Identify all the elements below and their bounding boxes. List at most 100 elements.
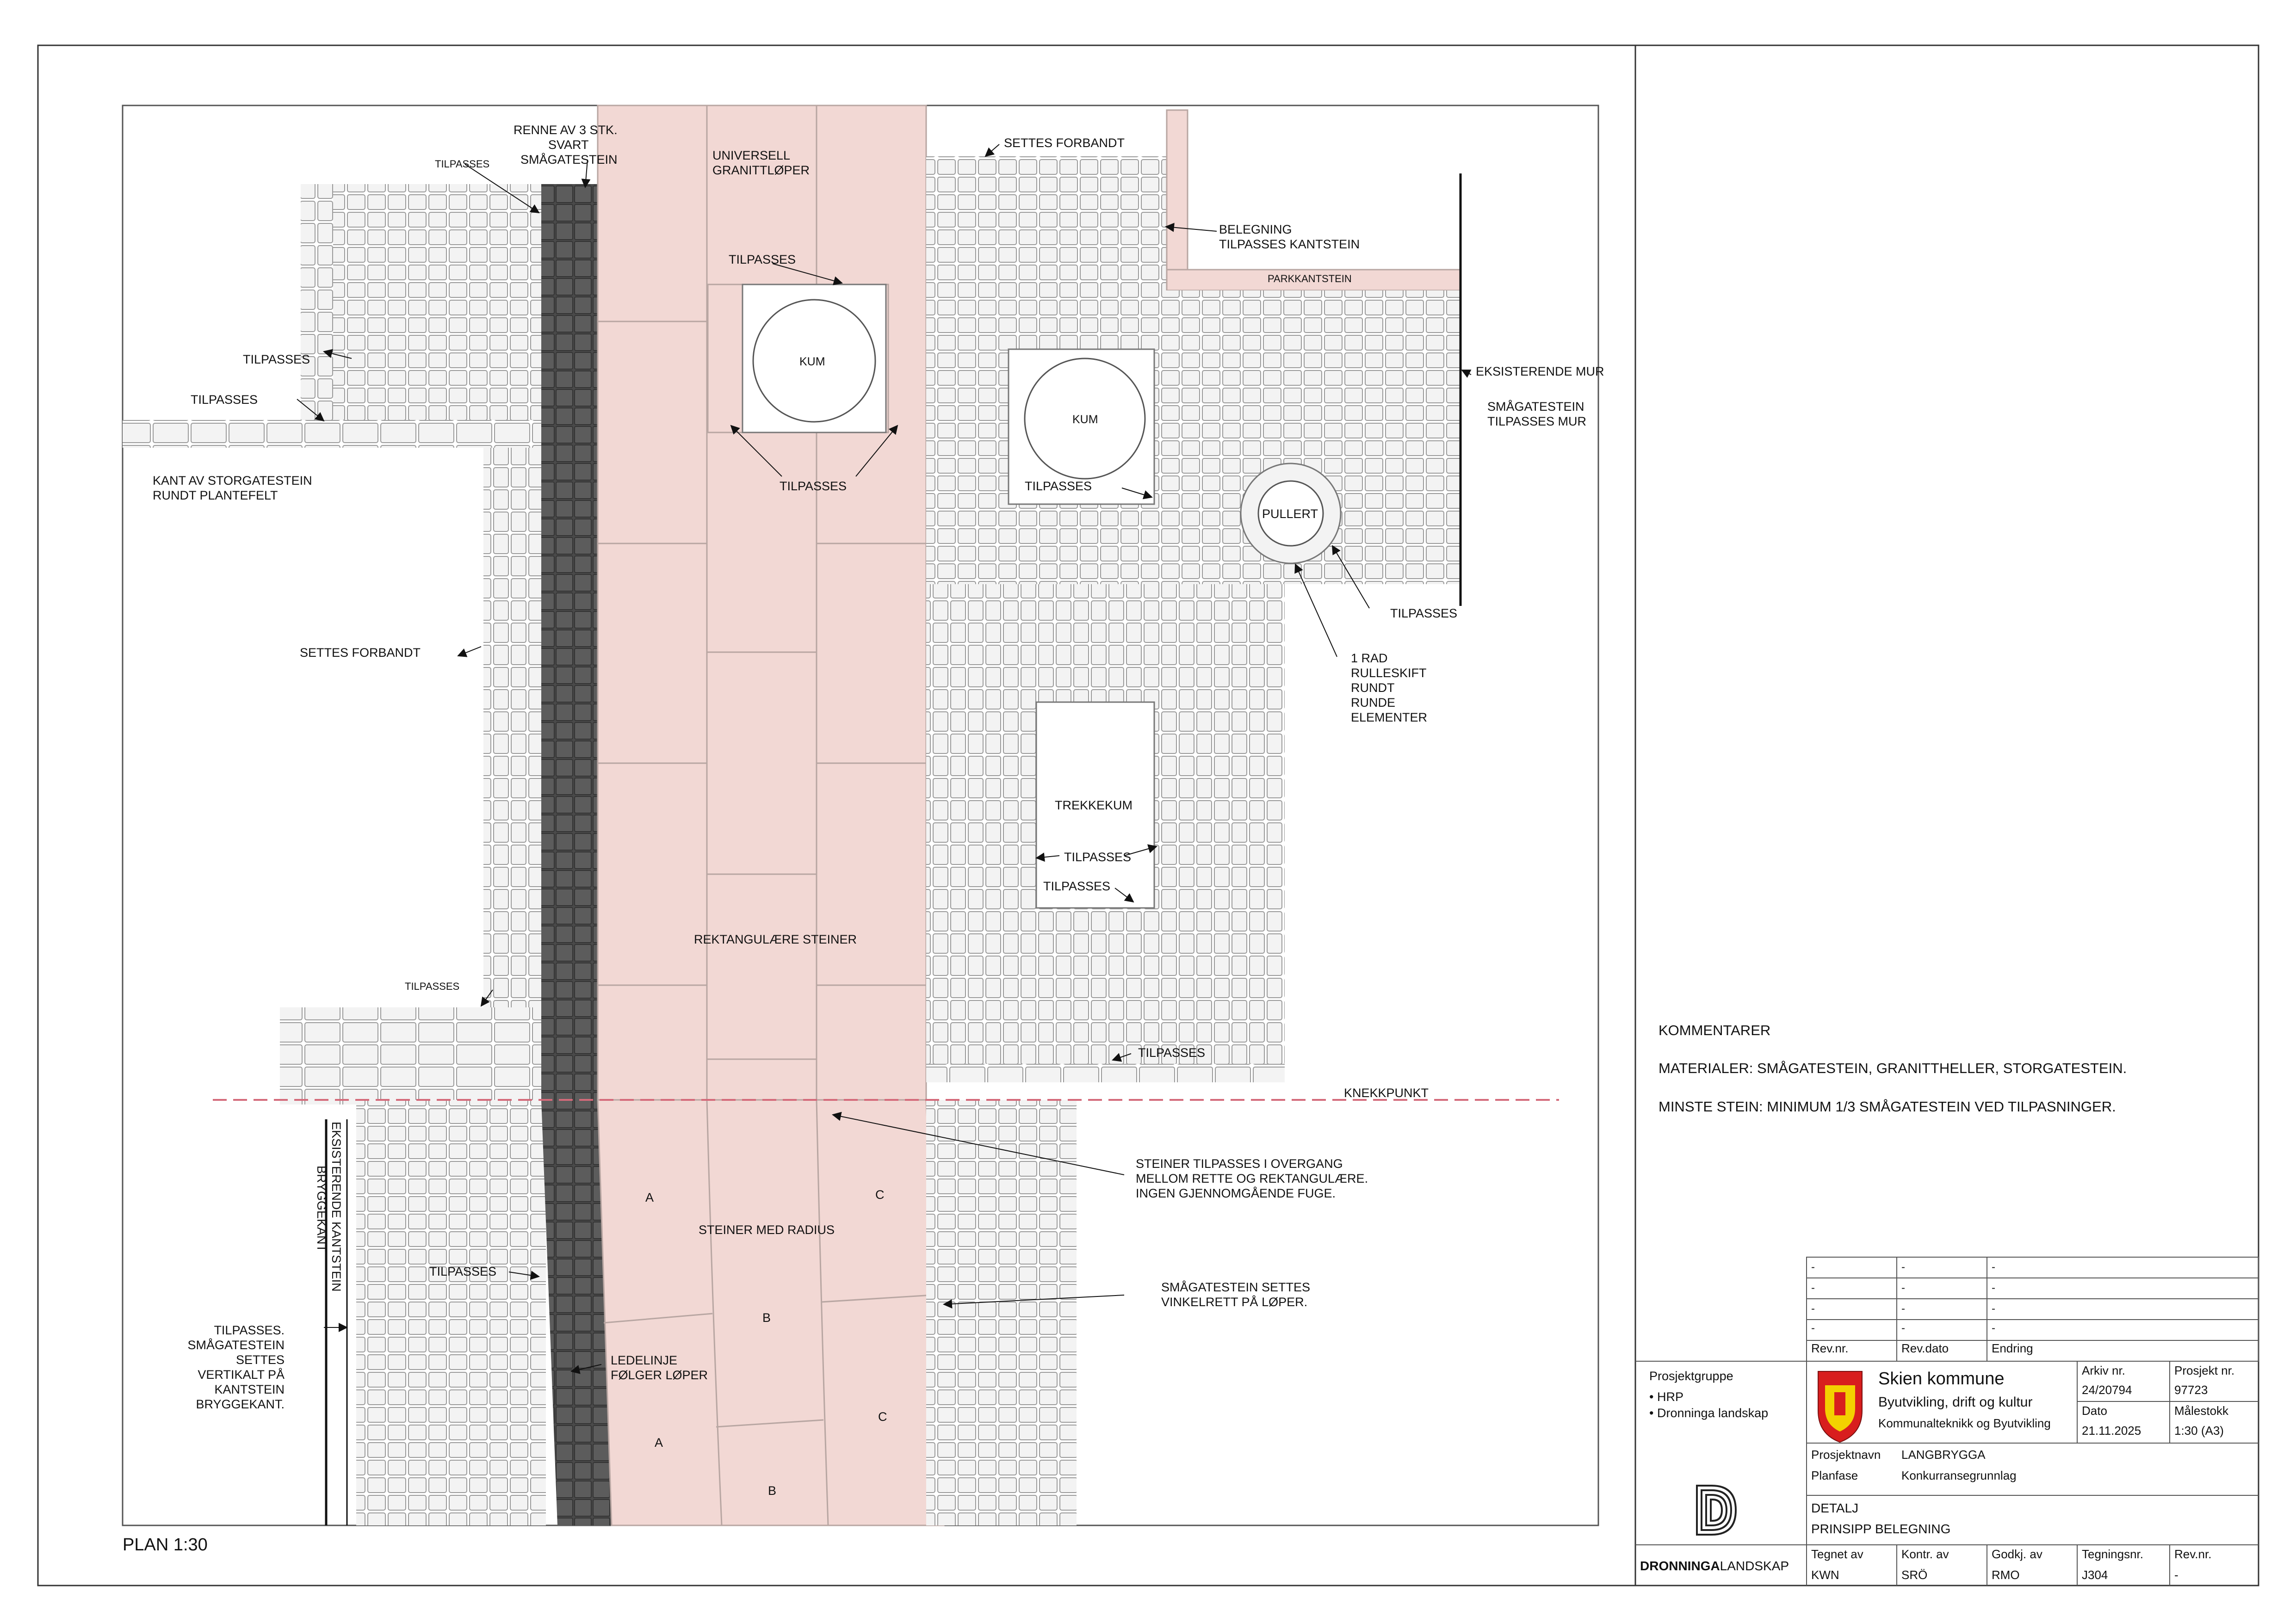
kommune-name: Skien kommune xyxy=(1878,1369,2005,1388)
paving-lower-left xyxy=(356,1100,546,1525)
label-tilpasses-9: TILPASSES xyxy=(1064,850,1131,864)
paving-upper-right xyxy=(926,156,1167,290)
label-tilpasses-4: TILPASSES xyxy=(191,393,258,407)
malestokk-value: 1:30 (A3) xyxy=(2174,1424,2224,1438)
label-tilpasses-vertikal-2: SMÅGATESTEIN xyxy=(187,1338,285,1352)
planfase-label: Planfase xyxy=(1811,1469,1858,1482)
rev-endring-3: - xyxy=(1992,1302,1995,1315)
rev-header-dato: Rev.dato xyxy=(1901,1341,1949,1355)
label-tilpasses-6: TILPASSES xyxy=(780,479,847,493)
belegning-kantstein xyxy=(1166,109,1188,271)
plantefelt-edge xyxy=(483,448,546,1007)
dato-label: Dato xyxy=(2082,1404,2107,1418)
sheet-frame xyxy=(37,44,2259,1586)
paving-upper-left-edge xyxy=(301,184,333,420)
paving-lower-right xyxy=(926,1100,1077,1525)
label-rulleskift-2: RULLESKIFT xyxy=(1351,666,1427,680)
label-eksisterende-kantstein-2: BRYGGEKANT xyxy=(315,1166,328,1252)
label-parkkantstein: PARKKANTSTEIN xyxy=(1268,273,1352,284)
label-smagatestein-vinkel-2: VINKELRETT PÅ LØPER. xyxy=(1161,1295,1307,1309)
label-rektangulaere: REKTANGULÆRE STEINER xyxy=(694,932,857,946)
prosjekt-label: Prosjekt nr. xyxy=(2174,1364,2235,1377)
label-smagatestein-vinkel-1: SMÅGATESTEIN SETTES xyxy=(1161,1280,1310,1294)
plan-title: PLAN 1:30 xyxy=(123,1535,208,1555)
revnr-label: Rev.nr. xyxy=(2174,1547,2212,1561)
label-belegning-1: BELEGNING xyxy=(1219,222,1292,236)
loper-radius-joints xyxy=(603,1099,933,1526)
rev-dato-2: - xyxy=(1901,1282,1905,1294)
detalj-label: DETALJ xyxy=(1811,1501,1859,1515)
malestokk-label: Målestokk xyxy=(2174,1404,2229,1418)
label-kum-2: KUM xyxy=(1072,413,1098,426)
revnr-value: - xyxy=(2174,1568,2178,1582)
label-tilpasses-3: TILPASSES xyxy=(243,352,310,366)
label-tilpasses-7: TILPASSES xyxy=(1025,479,1092,493)
label-eksisterende-mur: EKSISTERENDE MUR xyxy=(1476,364,1604,378)
godkj-label: Godkj. av xyxy=(1992,1547,2042,1561)
prosjektgruppe-1: • HRP xyxy=(1649,1390,1683,1404)
comments-heading: KOMMENTARER xyxy=(1659,1022,1771,1038)
label-kant-2: RUNDT PLANTEFELT xyxy=(153,488,278,502)
renne-gutter-curved xyxy=(541,1100,612,1525)
prosjektnavn-value: LANGBRYGGA xyxy=(1901,1448,1986,1462)
label-ledelinje-2: FØLGER LØPER xyxy=(611,1368,708,1382)
label-steiner-tilpasses-3: INGEN GJENNOMGÅENDE FUGE. xyxy=(1136,1186,1336,1200)
rev-endring-1: - xyxy=(1992,1261,1995,1273)
tegningsnr-label: Tegningsnr. xyxy=(2082,1547,2143,1561)
label-tilpasses-vertikal-5: KANTSTEIN xyxy=(214,1382,285,1396)
label-tilpasses-8: TILPASSES xyxy=(1390,606,1457,620)
label-trekkekum: TREKKEKUM xyxy=(1055,798,1133,812)
kommune-avdeling: Byutvikling, drift og kultur xyxy=(1878,1395,2033,1410)
rev-dato-4: - xyxy=(1901,1322,1905,1334)
paving-right-mid xyxy=(926,290,1461,584)
label-settes-forbandt-1: SETTES FORBANDT xyxy=(300,646,421,660)
label-tilpasses-vertikal-1: TILPASSES. xyxy=(214,1323,285,1337)
arkiv-value: 24/20794 xyxy=(2082,1383,2132,1397)
label-stone-c-1: C xyxy=(875,1188,885,1202)
trekkekum-frame xyxy=(1035,701,1155,909)
label-stone-b-1: B xyxy=(762,1311,771,1325)
prosjektgruppe-label: Prosjektgruppe xyxy=(1649,1369,1733,1383)
prosjektgruppe-2: • Dronninga landskap xyxy=(1649,1406,1769,1420)
rev-nr-2: - xyxy=(1811,1282,1815,1294)
planfase-value: Konkurransegrunnlag xyxy=(1901,1469,2017,1482)
comments-materials: MATERIALER: SMÅGATESTEIN, GRANITTHELLER,… xyxy=(1659,1060,2127,1076)
label-stone-c-2: C xyxy=(878,1410,887,1424)
prosjektnavn-label: Prosjektnavn xyxy=(1811,1448,1881,1462)
label-rulleskift-1: 1 RAD xyxy=(1351,651,1388,665)
rev-endring-2: - xyxy=(1992,1282,1995,1294)
label-knekkpunkt: KNEKKPUNKT xyxy=(1344,1086,1429,1100)
arkiv-label: Arkiv nr. xyxy=(2082,1364,2125,1377)
granitt-loper xyxy=(597,105,927,1101)
label-tilpasses-vertikal-4: VERTIKALT PÅ xyxy=(198,1367,285,1382)
label-renne-1: RENNE AV 3 STK. xyxy=(514,123,618,137)
renne-gutter xyxy=(541,184,598,1100)
rev-dato-1: - xyxy=(1901,1261,1905,1273)
title-block-grid xyxy=(1635,1361,2259,1586)
skien-crest-icon xyxy=(1818,1371,1863,1443)
label-steiner-tilpasses-2: MELLOM RETTE OG REKTANGULÆRE. xyxy=(1136,1172,1368,1185)
kum-circle-1 xyxy=(752,299,876,423)
label-renne-2: SVART xyxy=(548,138,589,152)
label-kant-1: KANT AV STORGATESTEIN xyxy=(153,474,312,488)
rev-dato-3: - xyxy=(1901,1302,1905,1315)
label-stone-b-2: B xyxy=(768,1484,776,1498)
prinsipp-label: PRINSIPP BELEGNING xyxy=(1811,1522,1951,1536)
label-pullert: PULLERT xyxy=(1262,507,1318,521)
label-tilpasses-1: TILPASSES xyxy=(435,158,489,170)
storgatestein-row xyxy=(123,420,546,448)
tegnet-value: KWN xyxy=(1811,1568,1839,1582)
tegningsnr-value: J304 xyxy=(2082,1568,2108,1582)
paving-upper-left xyxy=(324,184,546,420)
rev-endring-4: - xyxy=(1992,1322,1995,1334)
tegnet-label: Tegnet av xyxy=(1811,1547,1863,1561)
label-tilpasses-5: TILPASSES xyxy=(405,981,459,992)
label-stone-a-1: A xyxy=(645,1191,654,1204)
label-universell-1: UNIVERSELL xyxy=(712,148,790,162)
rev-header-endring: Endring xyxy=(1992,1341,2033,1355)
pullert xyxy=(1257,480,1324,547)
label-stone-a-2: A xyxy=(655,1436,663,1450)
label-tilpasses-2: TILPASSES xyxy=(729,253,796,266)
kum-circle-2 xyxy=(1024,358,1146,480)
